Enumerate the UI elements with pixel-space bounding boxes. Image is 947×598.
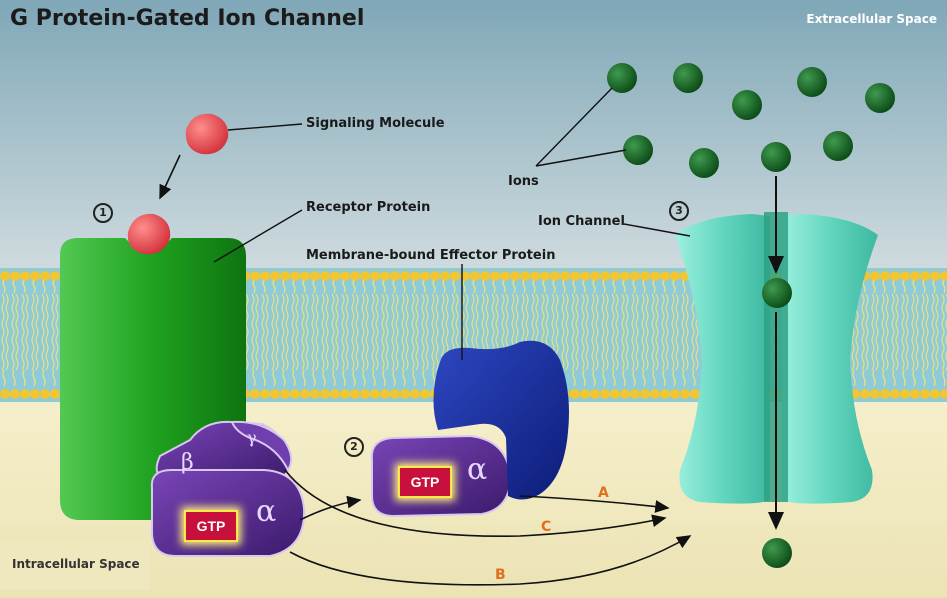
gtp-badge: GTP	[184, 510, 238, 542]
ion-channel-label: Ion Channel	[538, 214, 625, 229]
diagram-title: G Protein-Gated Ion Channel	[10, 6, 365, 31]
gamma-subunit	[230, 420, 293, 472]
pathway-arrows	[284, 469, 692, 586]
ions	[607, 63, 895, 568]
ion-channel	[675, 212, 878, 504]
pathway-c-label: C	[541, 519, 552, 535]
signaling-molecule-free	[185, 113, 229, 155]
gamma-symbol: γ	[247, 428, 257, 447]
effector-protein-label: Membrane-bound Effector Protein	[306, 248, 556, 263]
gtp-badge-activated: GTP	[398, 466, 452, 498]
intracellular-label: Intracellular Space	[12, 557, 140, 571]
ions-label: Ions	[508, 174, 539, 189]
intracellular-box: Intracellular Space	[0, 540, 150, 590]
beta-symbol: β	[181, 450, 194, 475]
pathway-b-label: B	[495, 567, 506, 583]
pathway-a-label: A	[598, 485, 609, 501]
effector-protein	[433, 340, 569, 500]
step-3-marker: 3	[669, 201, 689, 221]
alpha-symbol: α	[256, 494, 277, 529]
step-2-marker: 2	[344, 437, 364, 457]
signaling-molecule-label: Signaling Molecule	[306, 116, 445, 131]
binding-arrow	[159, 154, 181, 200]
leader-lines	[213, 87, 691, 360]
extracellular-label: Extracellular Space	[806, 12, 937, 26]
step-1-marker: 1	[93, 203, 113, 223]
alpha-symbol-activated: α	[467, 452, 488, 487]
receptor-protein-label: Receptor Protein	[306, 200, 431, 215]
signaling-molecule-bound	[127, 213, 171, 255]
